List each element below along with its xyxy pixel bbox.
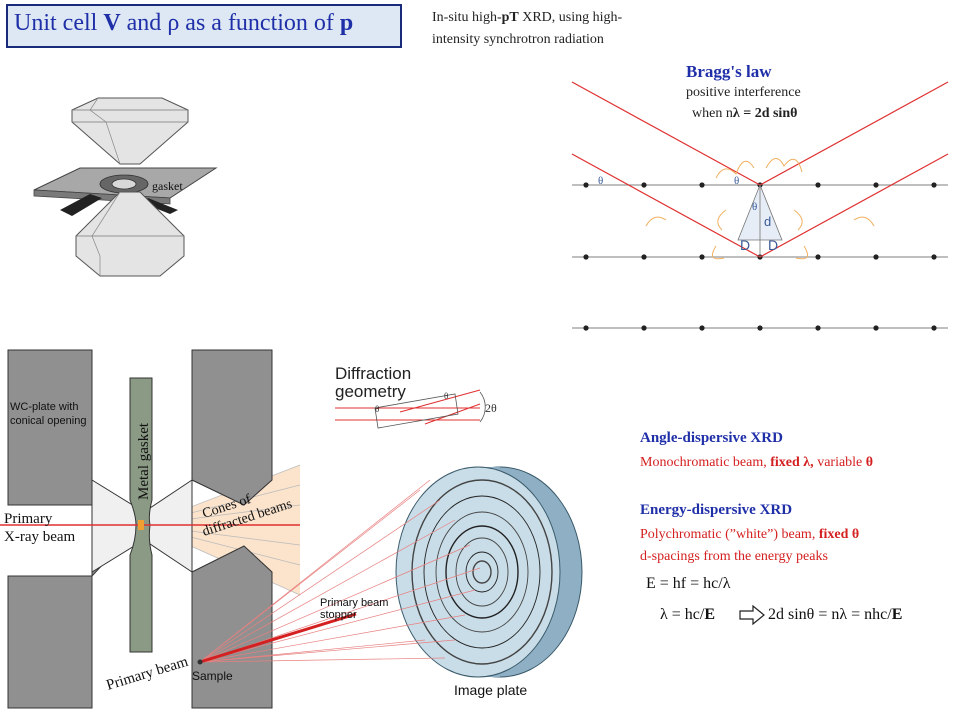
angle-dispersive-heading: Angle-dispersive XRD xyxy=(640,430,783,446)
primary-beam-label: Primary beam xyxy=(104,654,190,694)
stopper-label-line-1: Primary beam xyxy=(320,597,388,609)
D-label-right: D xyxy=(768,237,778,253)
diffraction-ring xyxy=(445,525,519,619)
xrd-setup-diagram: Primary X-ray beam WC-plate with conical… xyxy=(0,349,583,709)
wc-plate-left-bottom xyxy=(7,545,121,709)
image-plate-label: Image plate xyxy=(454,682,527,698)
wavelets xyxy=(645,158,875,260)
upper-diamond xyxy=(71,97,189,165)
theta-label-center: θ xyxy=(752,201,757,213)
diffracted-ray xyxy=(199,639,426,663)
diffracted-ray xyxy=(199,519,456,663)
diamond-anvil-cell-illustration: gasket xyxy=(33,97,218,277)
lattice-atom xyxy=(815,254,821,260)
diffracted-ray xyxy=(199,544,471,663)
metal-gasket-label: Metal gasket xyxy=(136,422,152,500)
primary-beam-to-stopper xyxy=(199,612,357,664)
bragg-line-2: when nλ = 2d sinθ xyxy=(692,106,798,121)
lattice-atom xyxy=(931,325,937,331)
theta-label-left: θ xyxy=(598,175,603,187)
lattice-atom xyxy=(699,325,705,331)
energy-dispersive-line-1: Polychromatic (”white”) beam, fixed θ xyxy=(640,527,860,542)
page-title: Unit cell V and ρ as a function of p xyxy=(14,10,354,36)
geometry-two-theta: 2θ xyxy=(485,401,497,415)
diffraction-rings xyxy=(411,479,553,665)
sample-label: Sample xyxy=(192,669,233,683)
geometry-theta-right: θ xyxy=(444,391,448,401)
diffraction-geometry-line-2: geometry xyxy=(335,382,406,401)
lattice-atom xyxy=(815,182,821,188)
energy-equation-1: E = hf = hc/λ xyxy=(646,575,731,592)
reflected-ray-1 xyxy=(759,81,949,186)
diffraction-ring xyxy=(472,560,492,584)
diffraction-geometry-figure: Diffraction geometry θ θ 2θ xyxy=(335,364,497,429)
lower-diamond xyxy=(75,191,185,277)
diffraction-geometry-line-1: Diffraction xyxy=(335,364,411,383)
diffraction-ring xyxy=(455,537,509,607)
title-box xyxy=(6,4,402,48)
metal-gasket xyxy=(129,377,153,653)
intro-line-2: intensity synchrotron radiation xyxy=(432,32,604,47)
lattice-atom xyxy=(757,325,763,331)
wc-plate-right-bottom xyxy=(191,545,273,709)
d-label: d xyxy=(764,214,771,229)
diffracted-ray xyxy=(199,657,446,663)
wc-plate-right-top xyxy=(191,349,273,506)
diffracted-ray xyxy=(199,614,466,663)
lattice-atom xyxy=(583,325,589,331)
energy-equation-3: 2d sinθ = nλ = nhc/E xyxy=(768,606,903,623)
lattice-atom xyxy=(699,182,705,188)
image-plate xyxy=(395,466,583,678)
lattice-atom xyxy=(931,254,937,260)
diffracted-ray xyxy=(199,639,456,663)
diffracted-ray xyxy=(199,589,476,663)
wc-plate-left-top xyxy=(7,349,122,506)
diffracted-rays-to-plate xyxy=(199,479,481,663)
diffraction-ring xyxy=(411,479,553,665)
theta-label-top: θ xyxy=(734,175,739,187)
lattice-atom xyxy=(641,325,647,331)
lattice-atom xyxy=(583,182,589,188)
primary-label-line-2: X-ray beam xyxy=(4,529,76,545)
primary-label-line-1: Primary xyxy=(4,511,53,527)
bragg-line-1: positive interference xyxy=(686,85,801,100)
energy-dispersive-line-2: d-spacings from the energy peaks xyxy=(640,549,828,564)
lattice-atom xyxy=(873,254,879,260)
implies-arrow-icon xyxy=(739,604,765,626)
wc-plate-label-line-2: conical opening xyxy=(10,415,86,427)
angle-dispersive-line: Monochromatic beam, fixed λ, variable θ xyxy=(640,455,874,470)
diffracted-ray xyxy=(199,489,421,663)
diffraction-ring xyxy=(423,495,541,649)
incident-ray-2 xyxy=(571,153,761,258)
lattice-atom xyxy=(641,254,647,260)
lattice-atom xyxy=(699,254,705,260)
geometry-theta-left: θ xyxy=(375,404,379,414)
lattice-atom xyxy=(873,182,879,188)
diffracted-ray xyxy=(199,499,441,663)
diffraction-ring xyxy=(435,511,529,633)
energy-dispersive-heading: Energy-dispersive XRD xyxy=(640,502,793,518)
bragg-diagram: d θ θ θ D D xyxy=(571,81,949,331)
D-label-left: D xyxy=(740,237,750,253)
stopper-label-line-2: stopper xyxy=(320,609,357,621)
wc-plate-label-line-1: WC-plate with xyxy=(10,401,78,413)
lattice-atom xyxy=(815,325,821,331)
diffraction-ring xyxy=(465,551,499,593)
lattice-atom xyxy=(931,182,937,188)
incident-ray-1 xyxy=(571,81,761,186)
energy-equation-2: λ = hc/E xyxy=(660,606,715,623)
reflected-ray-2 xyxy=(759,153,949,258)
intro-line-1: In-situ high-pT XRD, using high- xyxy=(432,10,623,25)
lattice-atom xyxy=(873,325,879,331)
gasket-label: gasket xyxy=(152,179,183,193)
bragg-heading: Bragg's law xyxy=(686,62,772,81)
lattice-atom xyxy=(641,182,647,188)
sample-chamber xyxy=(138,520,144,530)
lattice-atom xyxy=(583,254,589,260)
sample-point xyxy=(197,659,203,665)
